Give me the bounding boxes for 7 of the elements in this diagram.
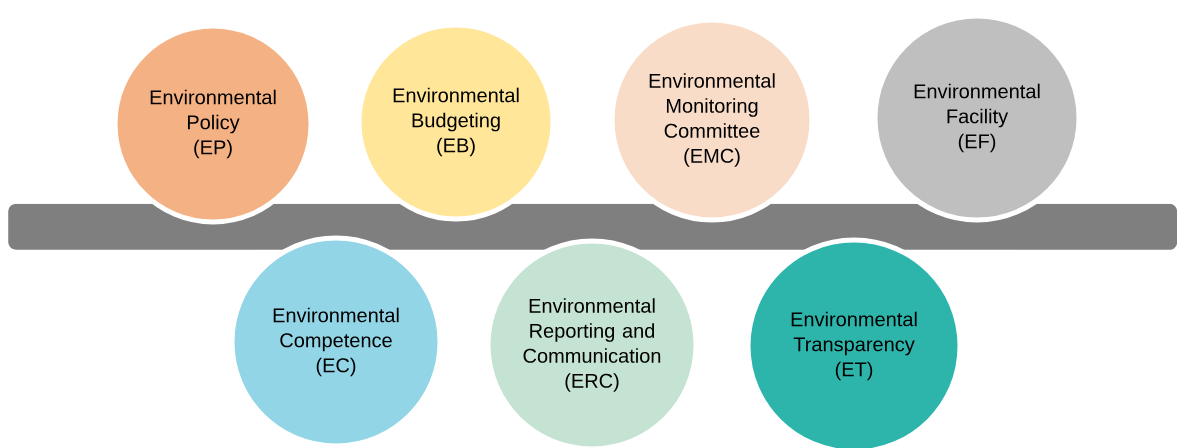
circle-node: Environmental Reporting and Communication (ERC) bbox=[485, 238, 699, 448]
circle-node: Environmental Monitoring Committee (EMC) bbox=[609, 17, 815, 223]
circle-node: Environmental Facility (EF) bbox=[872, 13, 1082, 223]
circle-node: Environmental Policy (EP) bbox=[112, 23, 314, 225]
circle-node: Environmental Transparency (ET) bbox=[745, 237, 963, 448]
circle-node: Environmental Budgeting (EB) bbox=[356, 22, 556, 222]
circle-node: Environmental Competence (EC) bbox=[229, 235, 443, 448]
